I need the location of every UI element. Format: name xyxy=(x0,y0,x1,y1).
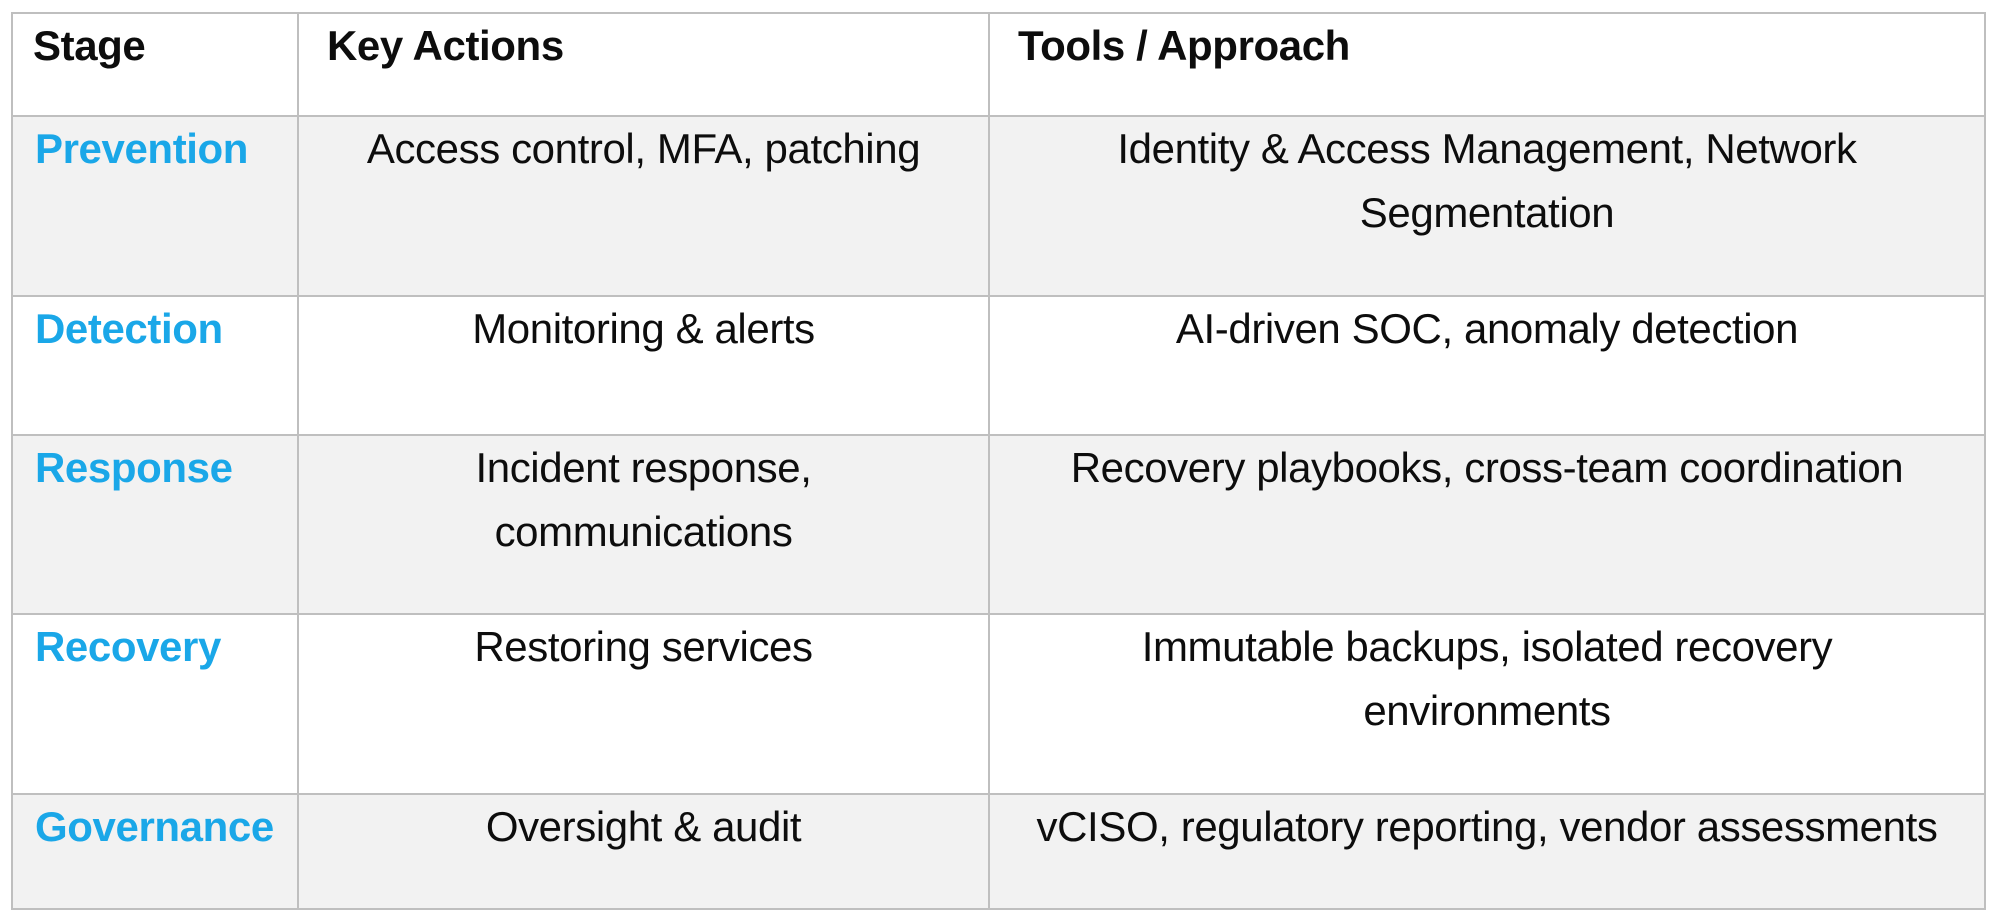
tools-cell: Identity & Access Management, Network Se… xyxy=(988,115,1986,297)
table-row-response: Response Incident response, communicatio… xyxy=(11,434,1986,615)
security-stages-table: Stage Key Actions Tools / Approach Preve… xyxy=(11,12,1986,910)
table-row-prevention: Prevention Access control, MFA, patching… xyxy=(11,115,1986,297)
key-actions-cell: Access control, MFA, patching xyxy=(297,115,990,297)
stage-cell: Detection xyxy=(11,295,299,436)
key-actions-cell: Restoring services xyxy=(297,613,990,795)
table-row-recovery: Recovery Restoring services Immutable ba… xyxy=(11,613,1986,795)
stage-cell: Prevention xyxy=(11,115,299,297)
stage-cell: Governance xyxy=(11,793,299,910)
table-row-governance: Governance Oversight & audit vCISO, regu… xyxy=(11,793,1986,910)
column-header-stage: Stage xyxy=(11,12,299,117)
key-actions-cell: Monitoring & alerts xyxy=(297,295,990,436)
tools-cell: vCISO, regulatory reporting, vendor asse… xyxy=(988,793,1986,910)
key-actions-cell: Incident response, communications xyxy=(297,434,990,615)
header-row: Stage Key Actions Tools / Approach xyxy=(11,12,1986,117)
tools-cell: Recovery playbooks, cross-team coordinat… xyxy=(988,434,1986,615)
tools-cell: AI-driven SOC, anomaly detection xyxy=(988,295,1986,436)
key-actions-cell: Oversight & audit xyxy=(297,793,990,910)
column-header-key-actions: Key Actions xyxy=(297,12,990,117)
stage-cell: Response xyxy=(11,434,299,615)
stage-cell: Recovery xyxy=(11,613,299,795)
column-header-tools-approach: Tools / Approach xyxy=(988,12,1986,117)
table-row-detection: Detection Monitoring & alerts AI-driven … xyxy=(11,295,1986,436)
tools-cell: Immutable backups, isolated recovery env… xyxy=(988,613,1986,795)
